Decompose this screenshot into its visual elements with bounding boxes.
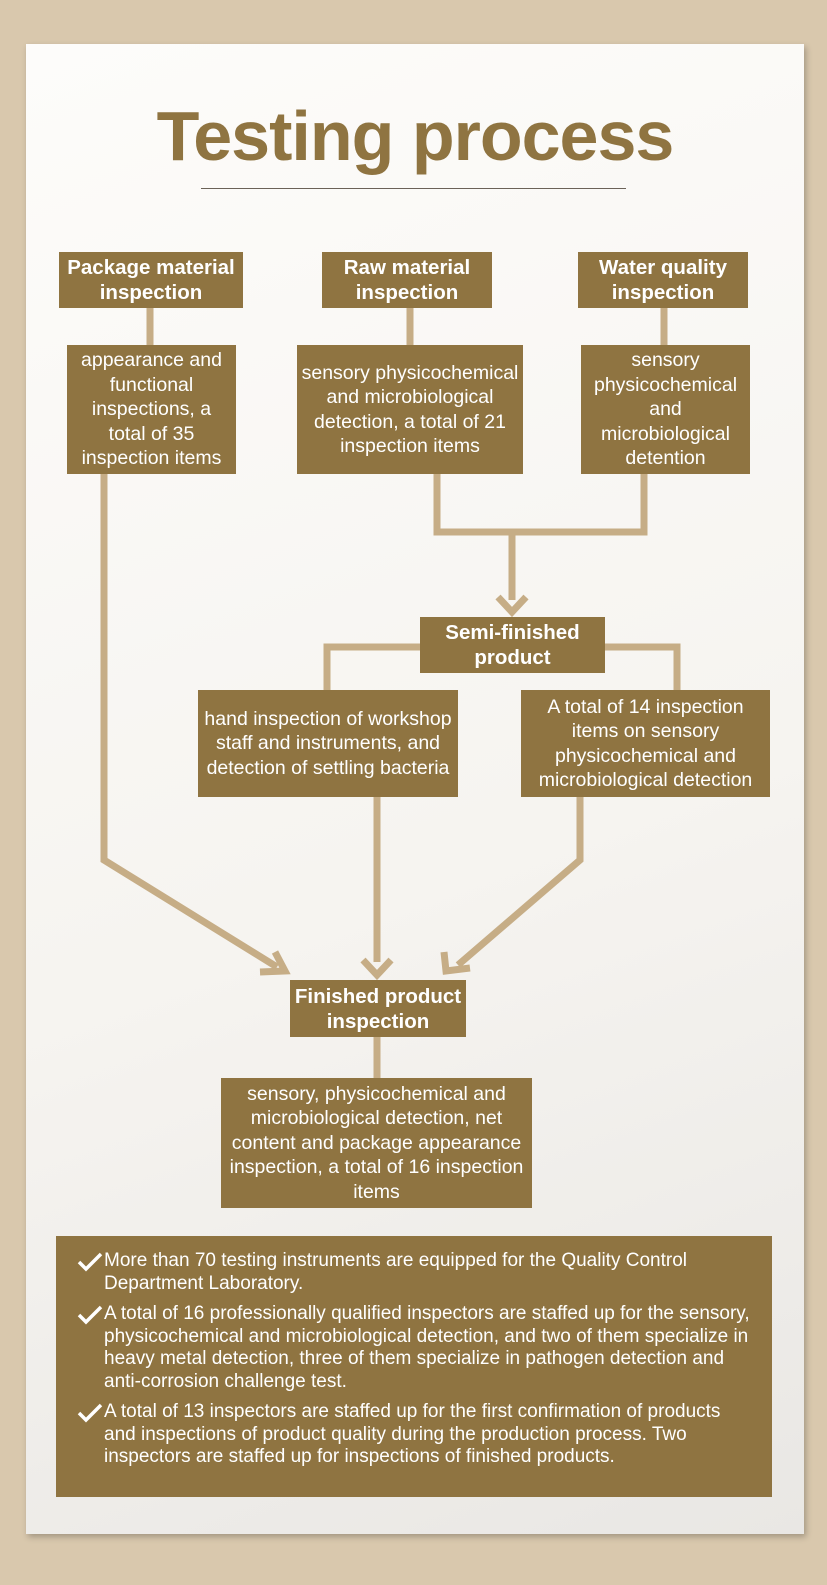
package-material-detail-box: appearance and functional inspections, a… (67, 345, 236, 474)
water-quality-inspection-box: Water quality inspection (578, 252, 748, 308)
notes-panel: More than 70 testing instruments are equ… (56, 1236, 772, 1497)
package-material-inspection-box: Package material inspection (59, 252, 243, 308)
connector-semi-right-branch (605, 643, 681, 690)
check-icon (77, 1403, 103, 1423)
check-icon (77, 1305, 103, 1325)
arrowhead-package (259, 950, 291, 976)
title-divider (201, 188, 626, 189)
semi-finished-product-box: Semi-finished product (420, 617, 605, 673)
check-icon (77, 1252, 103, 1272)
note-text: A total of 13 inspectors are staffed up … (104, 1401, 721, 1467)
note-item: A total of 13 inspectors are staffed up … (76, 1401, 752, 1469)
semi-finished-left-detail-box: hand inspection of workshop staff and in… (198, 690, 458, 797)
finished-product-inspection-box: Finished product inspection (290, 980, 466, 1037)
arrowhead-merge (495, 594, 529, 618)
note-text: A total of 16 professionally qualified i… (104, 1303, 750, 1392)
arrowhead-hand (360, 957, 394, 981)
note-text: More than 70 testing instruments are equ… (104, 1250, 687, 1294)
note-item: More than 70 testing instruments are equ… (76, 1250, 752, 1295)
connector-semi-left-branch (323, 643, 420, 690)
finished-product-detail-box: sensory, physicochemical and microbiolog… (221, 1078, 532, 1208)
connector-raw-water-merge (433, 474, 648, 536)
raw-material-inspection-box: Raw material inspection (322, 252, 492, 308)
note-item: A total of 16 professionally qualified i… (76, 1303, 752, 1393)
page-title: Testing process (156, 97, 675, 175)
connector-package-to-finished (100, 474, 279, 970)
water-quality-detail-box: sensory physicochemical and microbiologi… (581, 345, 750, 474)
connector-right-to-finished (455, 797, 584, 968)
semi-finished-right-detail-box: A total of 14 inspection items on sensor… (521, 690, 770, 797)
arrowhead-right (440, 951, 471, 975)
raw-material-detail-box: sensory physicochemical and microbiologi… (297, 345, 523, 474)
